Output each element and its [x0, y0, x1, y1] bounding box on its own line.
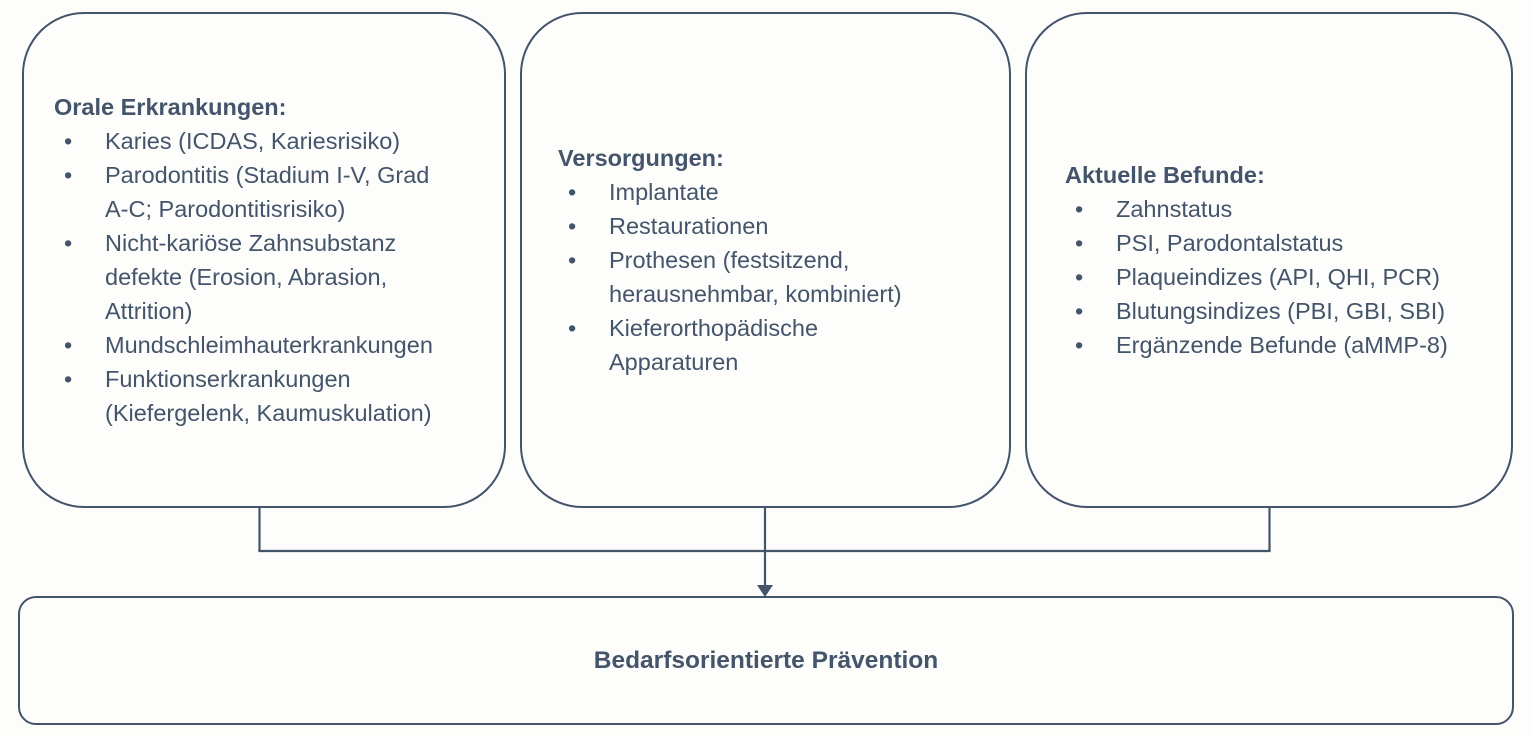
box-bedarfsorientierte-praevention: Bedarfsorientierte Prävention — [18, 596, 1514, 725]
list-item: Karies (ICDAS, Kariesrisiko) — [54, 124, 490, 158]
box-orale-erkrankungen-title: Orale Erkrankungen: — [54, 94, 287, 120]
box-orale-erkrankungen: Orale Erkrankungen: Karies (ICDAS, Karie… — [22, 12, 506, 508]
box-versorgungen: Versorgungen: Implantate Restaurationen … — [520, 12, 1011, 508]
box-aktuelle-befunde: Aktuelle Befunde: Zahnstatus PSI, Parodo… — [1025, 12, 1513, 508]
box-aktuelle-befunde-title: Aktuelle Befunde: — [1065, 162, 1265, 188]
list-item: Blutungsindizes (PBI, GBI, SBI) — [1065, 294, 1501, 328]
box-orale-erkrankungen-list: Karies (ICDAS, Kariesrisiko) Parodontiti… — [54, 124, 490, 430]
list-item: Funktionserkrankungen (Kiefergelenk, Kau… — [54, 362, 490, 430]
list-item: Implantate — [558, 175, 995, 209]
list-item: Mundschleimhauterkrankungen — [54, 328, 490, 362]
list-item: PSI, Parodontalstatus — [1065, 226, 1501, 260]
list-item: Parodontitis (Stadium I-V, Grad A-C; Par… — [54, 158, 490, 226]
list-item: Plaqueindizes (API, QHI, PCR) — [1065, 260, 1501, 294]
list-item: Nicht-kariöse Zahnsubstanz defekte (Eros… — [54, 226, 490, 328]
box-aktuelle-befunde-list: Zahnstatus PSI, Parodontalstatus Plaquei… — [1065, 192, 1501, 362]
box-versorgungen-title: Versorgungen: — [558, 145, 724, 171]
list-item: Restaurationen — [558, 209, 995, 243]
list-item: Kieferorthopädische Apparaturen — [558, 311, 995, 379]
list-item: Prothesen (festsitzend, herausnehmbar, k… — [558, 243, 995, 311]
list-item: Ergänzende Befunde (aMMP-8) — [1065, 328, 1501, 362]
list-item: Zahnstatus — [1065, 192, 1501, 226]
box-versorgungen-list: Implantate Restaurationen Prothesen (fes… — [558, 175, 995, 379]
result-box-label: Bedarfsorientierte Prävention — [593, 646, 939, 674]
